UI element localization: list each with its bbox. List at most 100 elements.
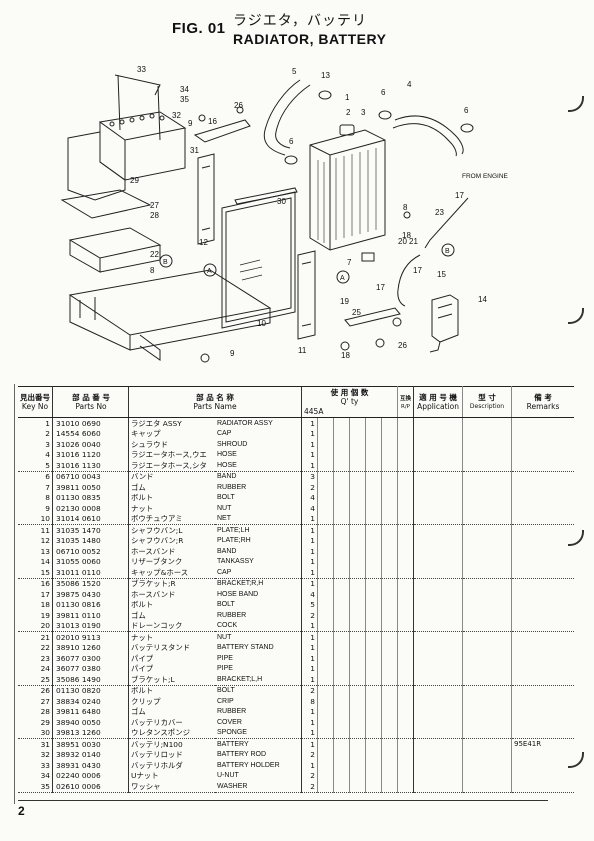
key-no-cell: 30 bbox=[18, 727, 53, 739]
qty-extra-cell bbox=[333, 589, 350, 600]
callout-label: 6 bbox=[381, 88, 386, 97]
qty-extra-cell bbox=[333, 513, 350, 525]
key-no-cell: 31 bbox=[18, 738, 53, 750]
remarks-cell bbox=[511, 513, 575, 525]
qty-extra-cell bbox=[317, 674, 334, 686]
qty-cell: 1 bbox=[301, 449, 318, 460]
qty-extra-cell bbox=[317, 503, 334, 514]
part-no-cell: 39811 0110 bbox=[56, 610, 101, 620]
application-cell bbox=[413, 717, 464, 728]
interchange-cell bbox=[396, 503, 415, 514]
qty-extra-cell bbox=[365, 578, 382, 589]
part-no-cell: 31026 0040 bbox=[56, 439, 101, 449]
description-cell bbox=[462, 663, 513, 674]
qty-extra-cell bbox=[365, 492, 382, 503]
qty-cell: 1 bbox=[301, 706, 318, 717]
qty-extra-cell bbox=[317, 631, 334, 643]
callout-label: 2 bbox=[346, 108, 351, 117]
bracket-rh-shape bbox=[193, 119, 251, 143]
interchange-cell bbox=[396, 738, 415, 750]
part-name-en-cell: NUT bbox=[217, 504, 232, 512]
qty-extra-cell bbox=[349, 738, 366, 750]
qty-extra-cell bbox=[365, 696, 382, 707]
key-no-cell: 26 bbox=[18, 685, 53, 696]
qty-extra-cell bbox=[333, 567, 350, 579]
qty-extra-cell bbox=[349, 535, 366, 546]
description-cell bbox=[462, 471, 513, 482]
description-cell bbox=[462, 760, 513, 771]
part-no-cell: 36077 0300 bbox=[56, 653, 101, 663]
part-name-jp-cell: Uナット bbox=[128, 770, 215, 781]
remarks-cell bbox=[511, 781, 575, 793]
qty-extra-cell bbox=[365, 631, 382, 643]
part-no-cell: 31011 0110 bbox=[52, 567, 129, 579]
key-no-cell: 9 bbox=[18, 503, 53, 514]
key-no-cell: 15 bbox=[18, 567, 53, 579]
qty-extra-cell bbox=[317, 535, 334, 546]
remarks-cell bbox=[512, 664, 575, 675]
qty-extra-cell bbox=[365, 460, 382, 472]
description-cell bbox=[462, 749, 513, 760]
callout-label: 22 bbox=[150, 250, 159, 259]
description-cell bbox=[462, 781, 513, 793]
qty-extra-cell bbox=[365, 727, 382, 739]
qty-extra-cell bbox=[349, 417, 366, 429]
part-name-jp-cell: ナット bbox=[128, 631, 215, 643]
part-name-en-cell: BRACKET;L,H bbox=[215, 674, 302, 686]
qty-extra-cell bbox=[317, 620, 334, 632]
description-cell bbox=[462, 428, 513, 439]
left-rule bbox=[14, 384, 15, 804]
qty-extra-cell bbox=[365, 620, 382, 632]
qty-extra-cell bbox=[349, 706, 366, 717]
qty-extra-cell bbox=[333, 706, 350, 717]
callout-label: 7 bbox=[347, 258, 352, 267]
part-name-jp-cell: ボルト bbox=[128, 685, 215, 696]
callout-label: 16 bbox=[208, 117, 217, 126]
qty-extra-cell bbox=[365, 482, 382, 493]
callout-label: 18 bbox=[341, 351, 350, 360]
part-name-en-cell: HOSE bbox=[217, 451, 237, 459]
qty-extra-cell bbox=[333, 663, 350, 674]
part-name-jp-cell: ナット bbox=[128, 503, 215, 514]
part-name-en-cell: BRACKET;R,H bbox=[217, 580, 264, 588]
qty-extra-cell bbox=[333, 727, 350, 739]
qty-extra-cell bbox=[381, 770, 398, 781]
qty-cell: 1 bbox=[301, 428, 318, 439]
part-name-en-cell: BATTERY HOLDER bbox=[217, 761, 280, 769]
remarks-cell: 95E41R bbox=[514, 739, 542, 748]
qty-cell: 1 bbox=[301, 674, 318, 686]
part-name-en-cell: RUBBER bbox=[217, 483, 247, 491]
callout-label: 9 bbox=[230, 349, 235, 358]
title-japanese: ラジエタ，バッテリ bbox=[233, 13, 368, 29]
key-no-cell: 25 bbox=[18, 674, 53, 686]
nut-shape bbox=[375, 338, 385, 348]
interchange-cell bbox=[396, 620, 415, 632]
key-no-cell: 20 bbox=[18, 620, 53, 632]
application-cell bbox=[413, 471, 464, 482]
qty-extra-cell bbox=[381, 589, 398, 600]
qty-extra-cell bbox=[365, 513, 382, 525]
qty-extra-cell bbox=[349, 663, 366, 674]
application-cell bbox=[413, 674, 464, 686]
application-cell bbox=[413, 513, 464, 525]
interchange-cell bbox=[396, 642, 415, 653]
interchange-cell bbox=[396, 727, 415, 739]
key-no-cell: 28 bbox=[18, 706, 53, 717]
qty-extra-cell bbox=[365, 503, 382, 514]
part-name-en-cell: CRIP bbox=[217, 697, 234, 705]
figure-number: FIG. 01 bbox=[172, 20, 226, 37]
overflow-pipe-shape bbox=[397, 197, 469, 307]
qty-extra-cell bbox=[381, 524, 398, 536]
part-no-cell: 14554 6060 bbox=[56, 429, 101, 439]
application-cell bbox=[413, 631, 464, 643]
qty-extra-cell bbox=[317, 417, 334, 429]
